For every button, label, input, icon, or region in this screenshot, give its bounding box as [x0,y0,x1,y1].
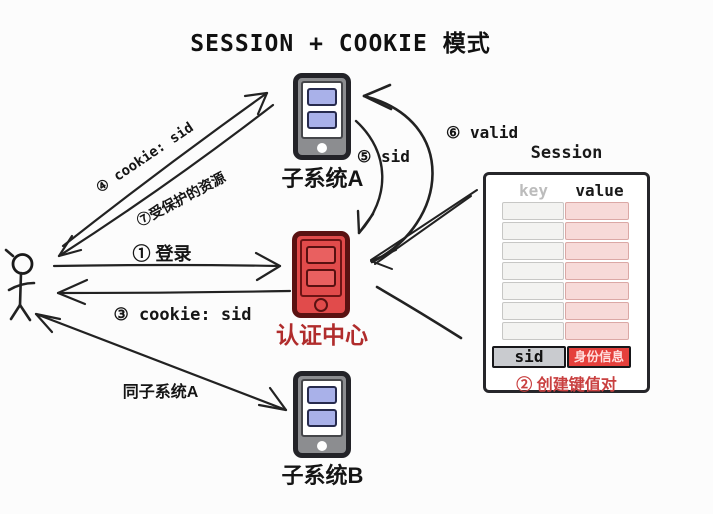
session-store-title: Session [530,143,603,163]
screen-bar [307,409,337,427]
session-value-cell [565,322,629,340]
auth-center-label: 认证中心 [276,322,368,348]
arrow-same-subsystem [34,312,288,412]
user-stick-figure [4,248,36,322]
session-key-cell [502,222,564,240]
session-store-table: key value sid 身份信息 ② 创建键值对 [483,172,650,394]
device-screen [301,81,343,139]
session-caption: ② 创建键值对 [516,377,617,394]
edge-label-valid: ⑥ valid [446,123,519,142]
subsystem-a-label: 子系统A [281,166,364,191]
session-row [502,222,647,240]
session-key-cell [502,322,564,340]
edge-label-sid-check: ⑤ sid [357,147,410,166]
session-row [502,202,647,220]
session-value-cell [565,242,629,260]
screen-bar [307,386,337,404]
session-entry-key: sid [492,346,566,368]
edge-label-cookie-set: ③ cookie: sid [113,305,252,325]
screen-bar [306,246,336,264]
session-col-key: key [519,181,548,200]
arrow-protected-resource [57,103,275,258]
screen-bar [306,269,336,287]
arrow-valid [362,83,434,264]
session-value-cell [565,262,629,280]
session-row [502,242,647,260]
session-key-cell [502,282,564,300]
session-key-cell [502,202,564,220]
device-screen [301,379,343,437]
session-empty-rows [486,202,647,342]
session-col-value: value [575,181,624,200]
screen-bar [307,111,337,129]
auth-center-device [292,231,350,318]
session-entry-value: 身份信息 [567,346,631,368]
edge-label-login: ① 登录 [132,244,192,264]
session-key-cell [502,262,564,280]
arrow-login [52,251,282,282]
home-button-icon [314,298,328,312]
session-value-cell [565,302,629,320]
device-screen [300,239,342,297]
home-button-icon [317,143,327,153]
session-row [502,282,647,300]
session-entry-row: sid 身份信息 [492,346,631,368]
home-button-icon [317,441,327,451]
session-key-cell [502,242,564,260]
session-key-cell [502,302,564,320]
session-value-cell [565,282,629,300]
session-value-cell [565,202,629,220]
session-row [502,302,647,320]
subsystem-b-label: 子系统B [281,463,364,488]
arrow-session-lookup [370,189,478,270]
edge-label-same-subsystem: 同子系统A [122,384,199,401]
session-value-cell [565,222,629,240]
arrow-cookie-set [56,278,292,306]
line-create-kv [375,285,463,340]
session-row [502,322,647,340]
session-row [502,262,647,280]
arrow-sid-check [354,119,384,235]
subsystem-a-device [293,73,351,160]
diagram-title: SESSION + COOKIE 模式 [190,31,491,57]
screen-bar [307,88,337,106]
subsystem-b-device [293,371,351,458]
arrow-cookie-send [61,91,269,248]
